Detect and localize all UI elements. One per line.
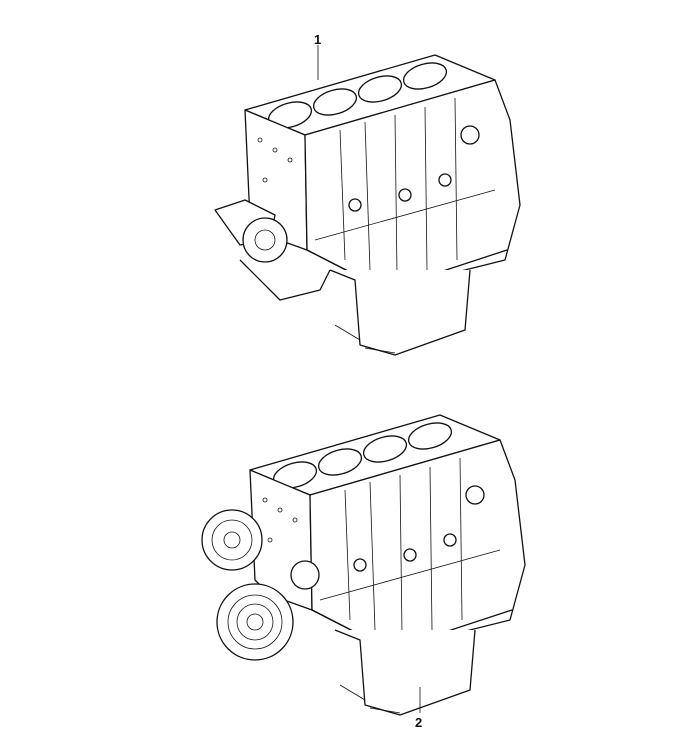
engine-block-upper xyxy=(214,54,521,356)
crank-pulley-upper xyxy=(201,509,263,571)
callout-label-2: 2 xyxy=(415,715,422,730)
engine-block-lower xyxy=(201,414,526,716)
callout-label-1: 1 xyxy=(314,32,321,47)
pump-pulley xyxy=(242,217,288,263)
